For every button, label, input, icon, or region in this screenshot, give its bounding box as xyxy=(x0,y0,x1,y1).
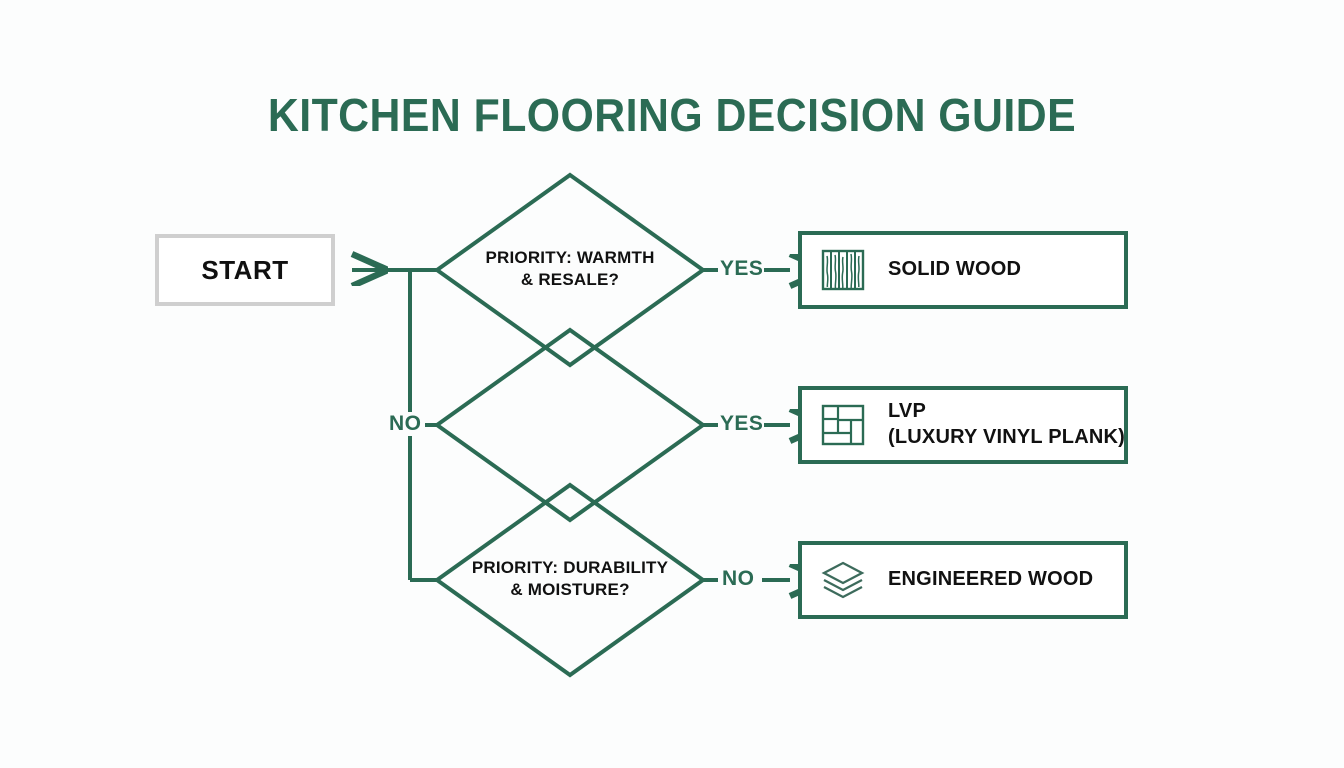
decision-1-line2: & RESALE? xyxy=(520,270,620,290)
outcome-engineered-wood-text: ENGINEERED WOOD xyxy=(888,567,1093,593)
trunk-label-no: NO xyxy=(385,412,426,436)
vinyl-tile-icon xyxy=(821,404,865,446)
outcome-solid-wood[interactable]: SOLID WOOD xyxy=(798,231,1128,309)
decision-1-label: PRIORITY: WARMTH & RESALE? xyxy=(450,247,690,292)
decision-1-line1: PRIORITY: WARMTH xyxy=(485,248,655,267)
page-title: KITCHEN FLOORING DECISION GUIDE xyxy=(267,89,1077,141)
outcome-1-line1: SOLID WOOD xyxy=(888,258,1022,281)
wood-plank-icon xyxy=(821,249,865,291)
start-node[interactable]: START xyxy=(155,234,335,306)
decision-3-line2: & MOISTURE? xyxy=(510,580,630,600)
decision-diamond-2 xyxy=(433,327,707,523)
branch-label-yes-1: YES xyxy=(720,257,764,280)
outcome-3-line1: ENGINEERED WOOD xyxy=(888,568,1094,591)
outcome-solid-wood-text: SOLID WOOD xyxy=(888,257,1021,283)
start-node-label: START xyxy=(201,254,289,285)
outcome-lvp-text: LVP (LUXURY VINYL PLANK) xyxy=(888,399,1125,450)
layers-stack-icon xyxy=(821,561,865,599)
outcome-lvp[interactable]: LVP (LUXURY VINYL PLANK) xyxy=(798,386,1128,464)
decision-3-label: PRIORITY: DURABILITY & MOISTURE? xyxy=(450,557,690,602)
branch-label-no-3: NO xyxy=(722,567,755,590)
branch-label-yes-2: YES xyxy=(720,412,764,435)
outcome-engineered-wood[interactable]: ENGINEERED WOOD xyxy=(798,541,1128,619)
outcome-2-line1: LVP xyxy=(888,400,927,423)
decision-3-line1: PRIORITY: DURABILITY xyxy=(471,558,669,577)
outcome-2-line2: (LUXURY VINYL PLANK) xyxy=(888,426,1125,448)
